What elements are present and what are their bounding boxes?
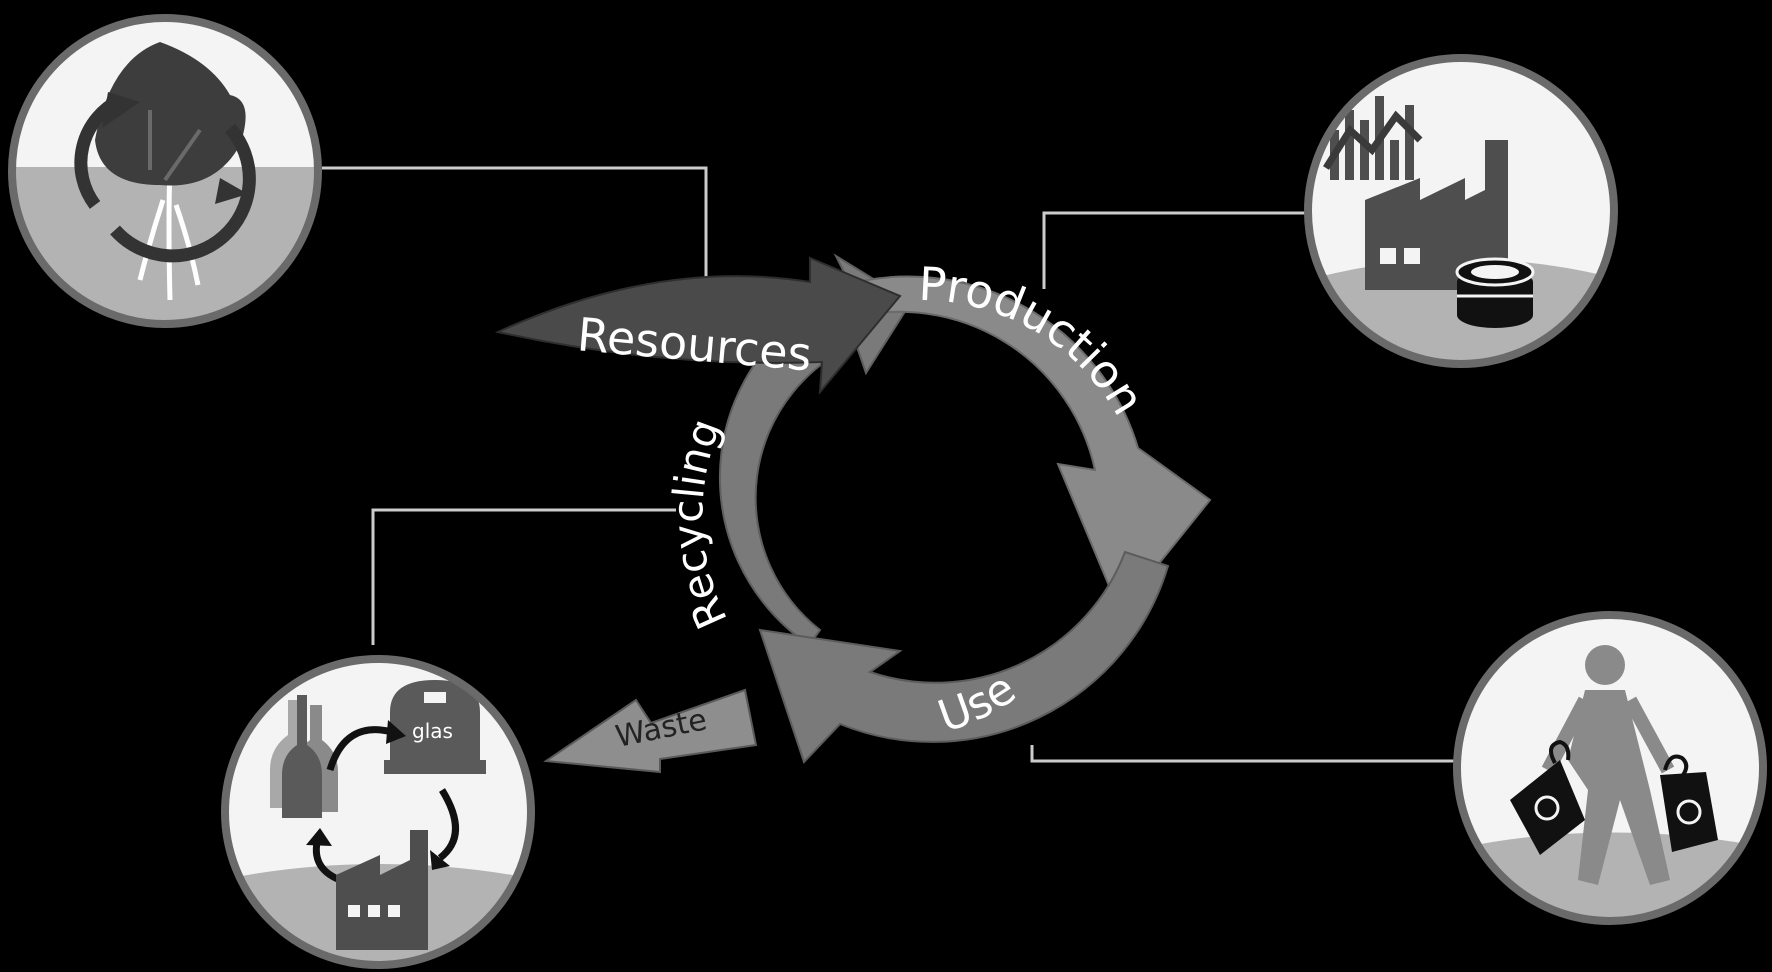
- connector-resources: [322, 166, 708, 303]
- connector-lines: [322, 166, 1455, 763]
- waste-arrow: [543, 688, 758, 774]
- connector-production: [1042, 211, 1305, 289]
- factory-chart-coins-icon: [1304, 54, 1618, 368]
- connector-use: [1030, 745, 1455, 763]
- use-arc-arrow: [758, 550, 1170, 764]
- glass-recycling-icon: glas: [221, 655, 535, 969]
- shopper-recycle-bags-icon: [1453, 611, 1767, 925]
- plant-cycle-icon: [8, 14, 322, 328]
- connector-recycling: [371, 508, 676, 645]
- label-production: Production: [917, 257, 1155, 424]
- bin-label: glas: [412, 719, 453, 743]
- resources-arrow: [494, 256, 902, 396]
